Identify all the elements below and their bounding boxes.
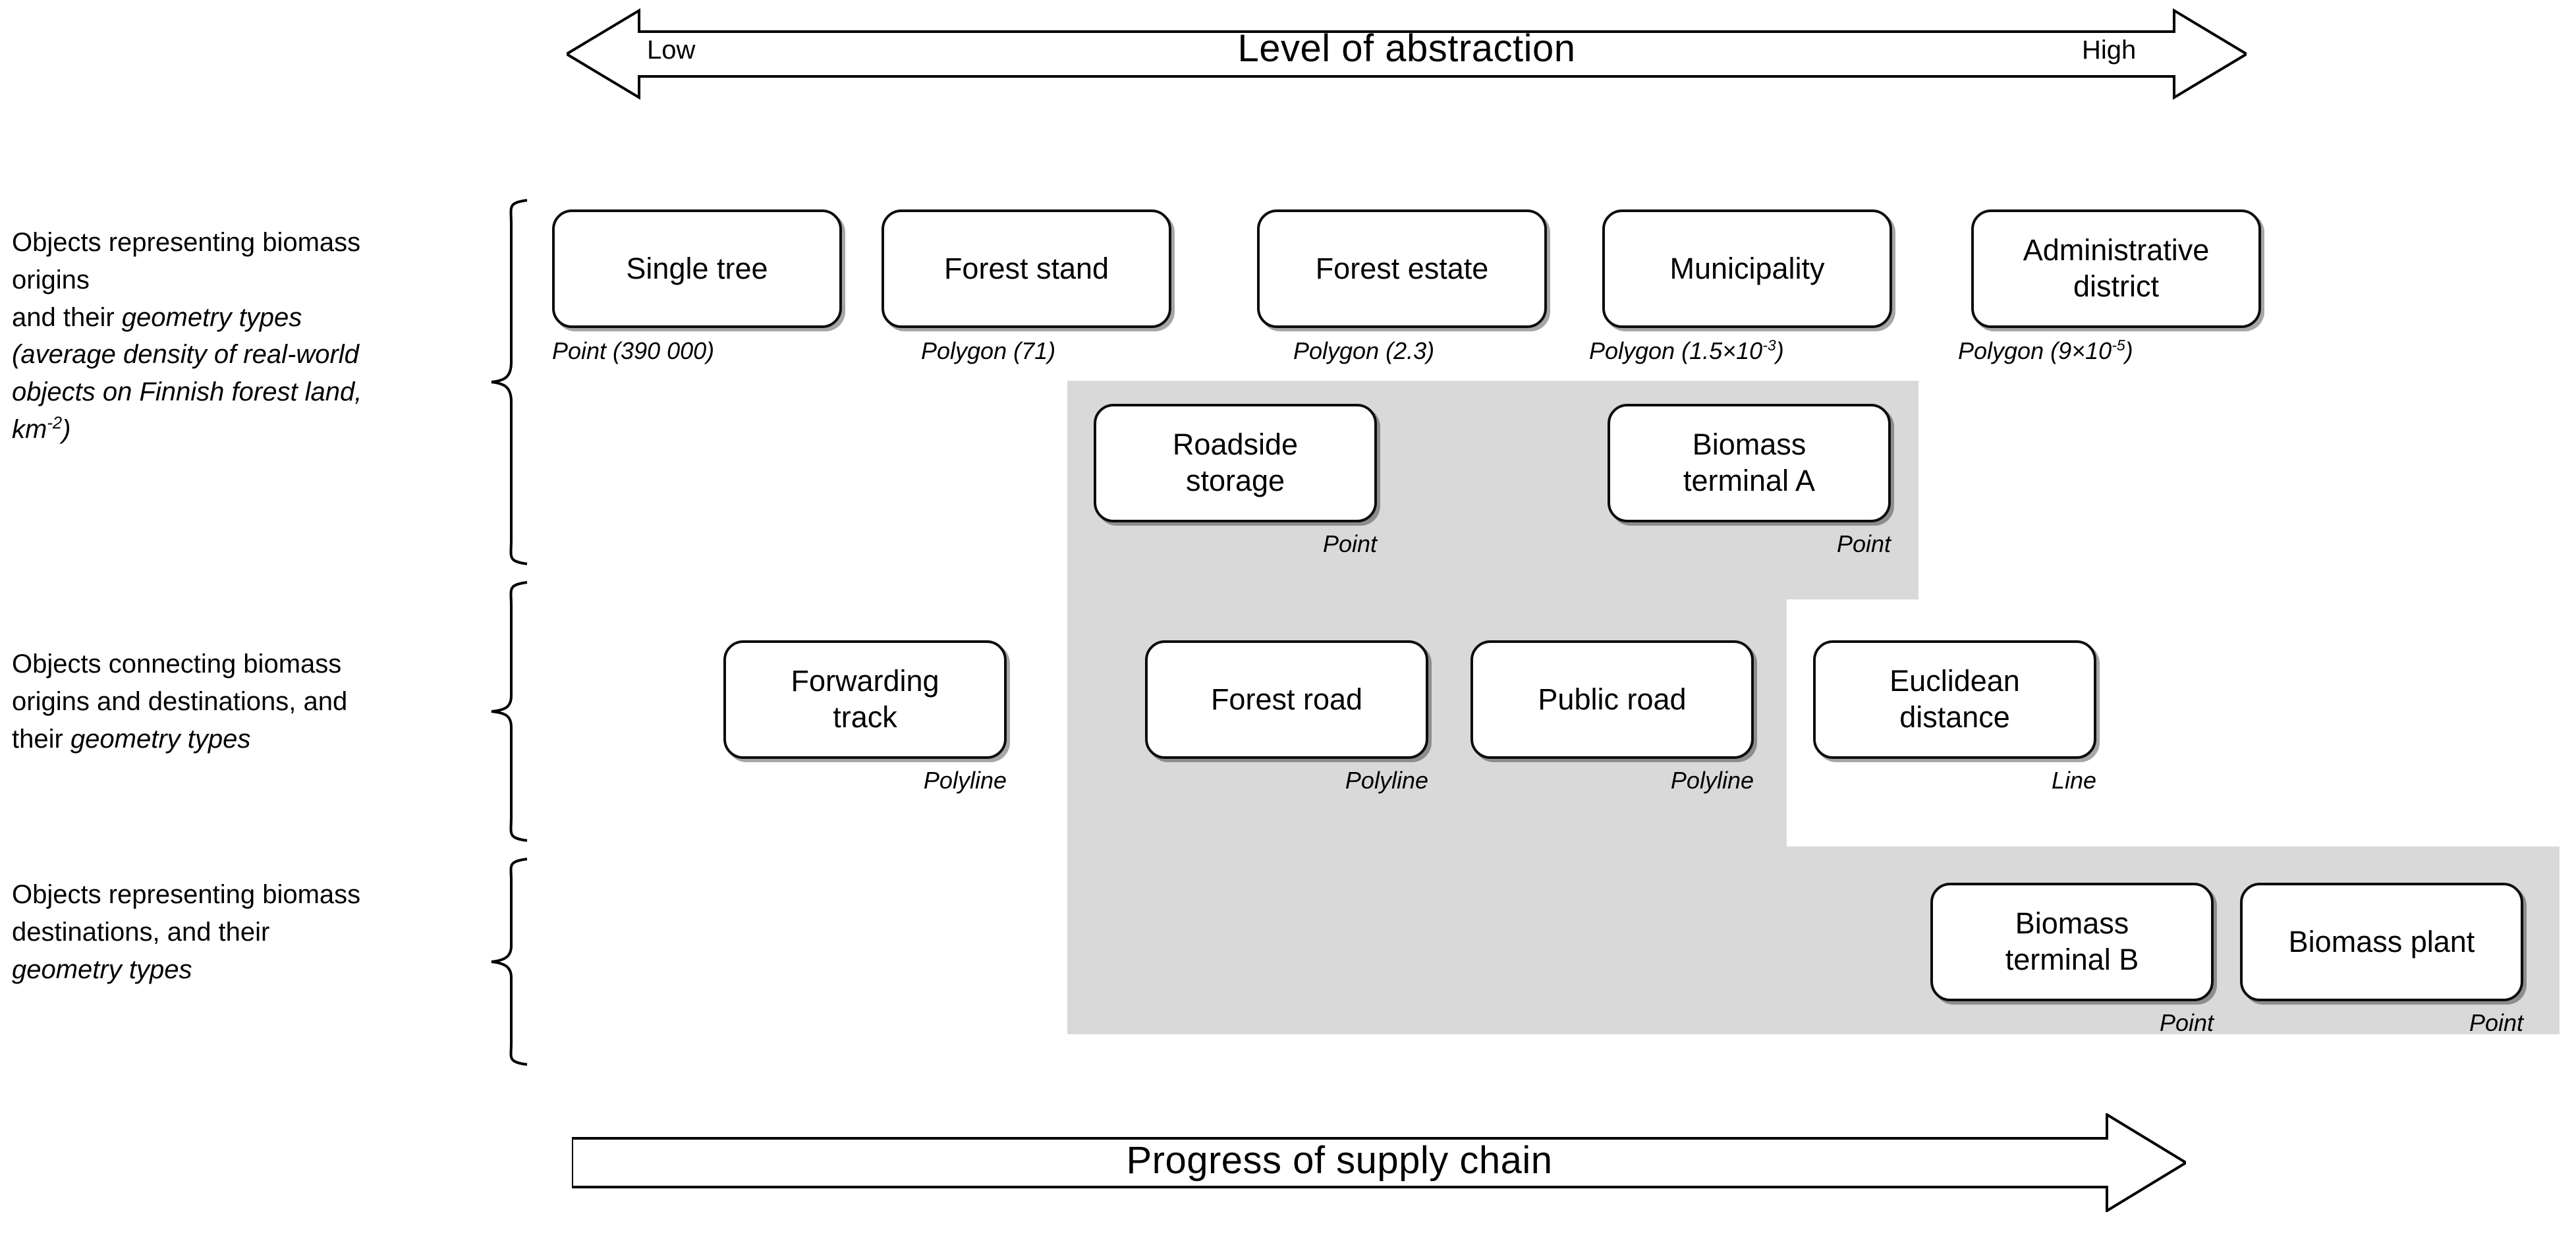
node-biomass-terminal-a-label-line2: terminal A: [1683, 464, 1816, 497]
node-roadside-storage-label-line1: Roadside: [1172, 428, 1299, 462]
progress-of-supply-chain-arrow: Progress of supply chain: [571, 1112, 2189, 1213]
row-label-connections-line3-italic: geometry types: [70, 724, 251, 754]
brace-destinations: [491, 858, 528, 1066]
geometry-forwarding-track: Polyline: [723, 767, 1007, 794]
abstraction-title: Level of abstraction: [1237, 27, 1576, 70]
row-label-origins-line6-tail: ): [62, 414, 71, 444]
row-label-destinations-line1: Objects representing biomass: [12, 880, 361, 909]
geometry-biomass-terminal-b-text: Point: [2159, 1009, 2214, 1036]
node-biomass-terminal-b[interactable]: Biomass terminal B: [1930, 883, 2214, 1001]
geometry-forest-road: Polyline: [1145, 767, 1428, 794]
row-label-origins: Objects representing biomass origins and…: [12, 224, 473, 449]
geometry-administrative-district-tail: ): [2125, 337, 2133, 364]
node-biomass-terminal-a[interactable]: Biomass terminal A: [1608, 404, 1891, 522]
geometry-municipality: Polygon (1.5×10-3): [1589, 337, 1784, 365]
geometry-roadside-storage: Point: [1094, 530, 1377, 558]
node-forwarding-track-label-line1: Forwarding: [791, 664, 939, 698]
row-label-connections: Objects connecting biomass origins and d…: [12, 646, 473, 758]
node-single-tree[interactable]: Single tree: [552, 209, 842, 328]
node-forwarding-track-label-line2: track: [833, 700, 897, 734]
geometry-euclidean-distance: Line: [1813, 767, 2096, 794]
geometry-administrative-district-text: Polygon (9×10: [1958, 337, 2112, 364]
row-label-destinations-line3: geometry types: [12, 955, 192, 984]
node-euclidean-distance-label-line2: distance: [1899, 700, 2010, 734]
row-label-origins-line2: origins: [12, 265, 90, 294]
geometry-biomass-plant-text: Point: [2469, 1009, 2523, 1036]
node-roadside-storage[interactable]: Roadside storage: [1094, 404, 1377, 522]
abstraction-high-label: High: [2082, 36, 2137, 65]
node-biomass-terminal-b-label-line2: terminal B: [2005, 943, 2139, 976]
row-label-connections-line1: Objects connecting biomass: [12, 650, 342, 679]
node-biomass-terminal-a-label-line1: Biomass: [1692, 428, 1806, 462]
row-label-destinations: Objects representing biomass destination…: [12, 876, 473, 988]
node-biomass-plant[interactable]: Biomass plant: [2240, 883, 2523, 1001]
row-label-origins-line4: (average density of real-world: [12, 340, 359, 370]
node-municipality[interactable]: Municipality: [1602, 209, 1892, 328]
geometry-forest-estate: Polygon (2.3): [1293, 337, 1434, 365]
geometry-biomass-plant: Point: [2240, 1009, 2523, 1037]
geometry-forest-estate-text: Polygon (2.3): [1293, 337, 1435, 364]
geometry-forest-road-text: Polyline: [1345, 767, 1428, 794]
node-administrative-district[interactable]: Administrative district: [1971, 209, 2261, 328]
geometry-forwarding-track-text: Polyline: [923, 767, 1007, 794]
brace-origins: [491, 199, 528, 565]
node-forest-estate[interactable]: Forest estate: [1257, 209, 1547, 328]
brace-connections: [491, 581, 528, 842]
geometry-forest-stand-text: Polygon (71): [921, 337, 1056, 364]
row-label-origins-line3-plain: and their: [12, 302, 122, 332]
geometry-single-tree: Point (390 000): [552, 337, 714, 365]
level-of-abstraction-arrow: Low Level of abstraction High: [564, 8, 2249, 100]
geometry-public-road: Polyline: [1470, 767, 1754, 794]
node-forest-estate-label: Forest estate: [1315, 251, 1489, 285]
node-municipality-label: Municipality: [1669, 251, 1825, 285]
abstraction-low-label: Low: [647, 36, 696, 65]
geometry-municipality-sup: -3: [1762, 337, 1776, 354]
geometry-roadside-storage-text: Point: [1322, 530, 1377, 557]
geometry-biomass-terminal-b: Point: [1930, 1009, 2214, 1037]
geometry-biomass-terminal-a-text: Point: [1836, 530, 1891, 557]
geometry-forest-stand: Polygon (71): [921, 337, 1055, 365]
row-label-origins-line5: objects on Finnish forest land,: [12, 377, 362, 407]
supply-chain-title: Progress of supply chain: [1126, 1139, 1553, 1182]
node-euclidean-distance[interactable]: Euclidean distance: [1813, 640, 2096, 759]
geometry-administrative-district-sup: -5: [2112, 337, 2125, 354]
row-label-destinations-line2: destinations, and their: [12, 917, 270, 947]
geometry-euclidean-distance-text: Line: [2051, 767, 2096, 794]
node-public-road-label: Public road: [1538, 682, 1687, 716]
row-label-origins-line6: km: [12, 414, 47, 444]
row-label-origins-line6-sup: -2: [47, 414, 63, 433]
row-label-connections-line2: origins and destinations, and: [12, 686, 348, 716]
node-roadside-storage-label-line2: storage: [1185, 464, 1285, 497]
node-biomass-terminal-b-label-line1: Biomass: [2015, 906, 2129, 941]
node-administrative-district-label-line2: district: [2073, 269, 2159, 303]
row-label-origins-line3-italic: geometry types: [121, 302, 302, 332]
row-label-connections-line3-plain: their: [12, 724, 70, 754]
node-single-tree-label: Single tree: [626, 251, 768, 285]
node-forest-road[interactable]: Forest road: [1145, 640, 1428, 759]
node-forest-stand-label: Forest stand: [943, 251, 1109, 285]
geometry-public-road-text: Polyline: [1670, 767, 1754, 794]
node-biomass-plant-label: Biomass plant: [2288, 924, 2475, 958]
node-forest-stand[interactable]: Forest stand: [882, 209, 1171, 328]
node-administrative-district-label-line1: Administrative: [2023, 233, 2210, 267]
geometry-single-tree-text: Point (390 000): [552, 337, 715, 364]
node-forest-road-label: Forest road: [1210, 682, 1363, 716]
geometry-municipality-text: Polygon (1.5×10: [1589, 337, 1763, 364]
node-public-road[interactable]: Public road: [1470, 640, 1754, 759]
geometry-administrative-district: Polygon (9×10-5): [1958, 337, 2133, 365]
geometry-municipality-tail: ): [1776, 337, 1784, 364]
row-label-origins-line1: Objects representing biomass: [12, 228, 361, 257]
geometry-biomass-terminal-a: Point: [1608, 530, 1891, 558]
node-forwarding-track[interactable]: Forwarding track: [723, 640, 1007, 759]
node-euclidean-distance-label-line1: Euclidean: [1890, 664, 2020, 698]
